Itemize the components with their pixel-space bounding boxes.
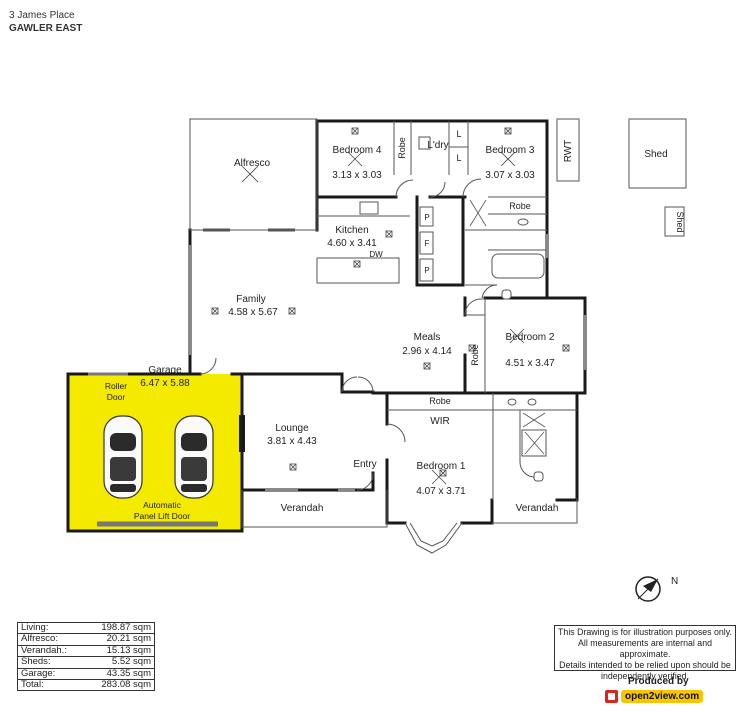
label-roller-door-2: Door [107,392,126,402]
compass-north-label: N [671,576,678,587]
dims-meals: 2.96 x 4.14 [402,346,452,357]
area-label: Alfresco: [16,633,84,646]
label-laundry: L'dry [427,140,448,151]
area-label: Garage: [16,667,84,681]
label-dishwasher: DW [369,250,383,259]
address-street: 3 James Place [9,10,75,21]
area-value: 20.21 sqm [83,633,155,646]
produced-by-label: Produced by [628,676,689,687]
label-meals: Meals [414,332,441,343]
area-label: Living: [16,621,84,635]
label-panel-lift-1: Automatic [143,500,182,510]
area-row: Total:283.08 sqm [16,679,155,692]
label-lounge: Lounge [275,423,309,434]
label-kitchen: Kitchen [335,225,368,236]
area-row: Sheds:5.52 sqm [16,656,155,669]
label-alfresco: Alfresco [234,158,271,169]
light-markers [211,127,570,485]
area-value: 5.52 sqm [83,656,155,669]
label-verandah-right: Verandah [516,503,559,514]
address-suburb: GAWLER EAST [9,23,83,34]
area-value: 43.35 sqm [83,667,155,681]
disclaimer-line: Details intended to be relied upon shoul… [559,660,731,670]
label-bedroom4: Bedroom 4 [333,145,382,156]
area-value: 15.13 sqm [83,644,155,658]
car-icon [174,415,214,499]
label-robe-bedroom2: Robe [470,344,480,366]
label-pantry-1: P [424,213,429,222]
car-icon [103,415,143,499]
label-panel-lift-2: Panel Lift Door [134,511,190,521]
area-label: Verandah.: [16,644,84,658]
brand-name: open2view.com [621,689,704,703]
dims-bedroom2: 4.51 x 3.47 [505,358,555,369]
dims-lounge: 3.81 x 4.43 [267,436,317,447]
disclaimer-line: This Drawing is for illustration purpose… [558,627,732,637]
label-pantry-2: F [425,239,430,248]
label-linen-1: L [456,129,461,139]
area-label: Sheds: [16,656,84,669]
label-verandah-front: Verandah [281,503,324,514]
label-robe-master: Robe [429,396,451,406]
compass-icon: N [635,576,678,602]
label-pantry-3: P [424,266,429,275]
area-value: 283.08 sqm [83,679,155,692]
label-shed-large: Shed [644,149,667,160]
dims-bedroom3: 3.07 x 3.03 [485,170,535,181]
disclaimer-line: All measurements are internal and approx… [578,638,712,659]
label-rwt: RWT [563,140,574,163]
area-row: Living:198.87 sqm [16,621,155,635]
dims-garage: 6.47 x 5.88 [140,378,190,389]
label-linen-2: L [456,153,461,163]
area-value: 198.87 sqm [83,621,155,635]
dims-bedroom1: 4.07 x 3.71 [416,486,466,497]
area-label: Total: [16,679,84,692]
label-shed-small: Shed [675,211,685,232]
dims-family: 4.58 x 5.67 [228,307,278,318]
open2view-icon [605,689,618,703]
disclaimer-box: This Drawing is for illustration purpose… [554,625,736,681]
brand-logo: open2view.com [605,689,704,703]
label-entry: Entry [353,459,376,470]
area-row: Garage:43.35 sqm [16,667,155,681]
label-roller-door-1: Roller [105,381,127,391]
label-bedroom1: Bedroom 1 [417,461,466,472]
disclaimer-line: independently verified. [600,671,690,681]
dims-kitchen: 4.60 x 3.41 [327,238,377,249]
dims-bedroom4: 3.13 x 3.03 [332,170,382,181]
label-wir: WIR [430,416,449,427]
area-row: Alfresco:20.21 sqm [16,633,155,646]
label-family: Family [236,294,265,305]
label-garage: Garage [148,365,182,376]
label-bedroom2: Bedroom 2 [506,332,555,343]
label-bedroom3: Bedroom 3 [486,145,535,156]
label-robe-bedroom3: Robe [509,201,531,211]
area-row: Verandah.:15.13 sqm [16,644,155,658]
label-robe-bedroom4: Robe [397,137,407,159]
